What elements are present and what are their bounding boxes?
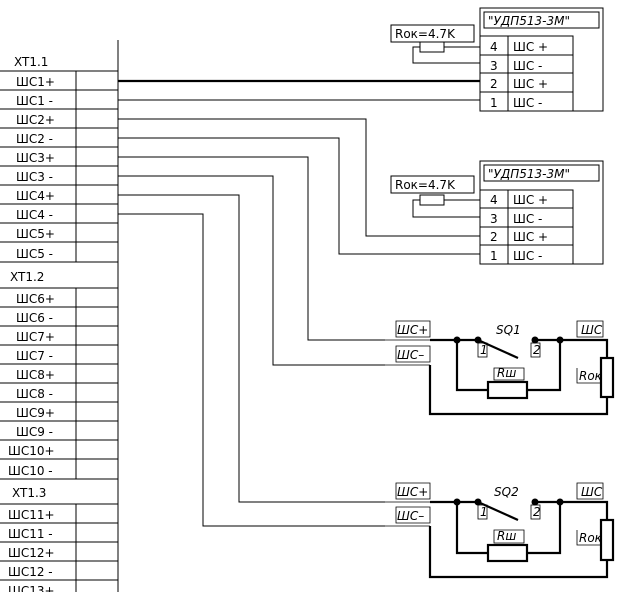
detector-1: Rок=4.7K "УДП513-3М" 4 3 2 1 ШС + ШС - Ш… — [390, 7, 604, 112]
terminal-label: ШС11+ — [8, 508, 55, 522]
pin-label: ШС - — [513, 212, 542, 226]
pin-number: 4 — [490, 193, 498, 207]
pin-label: ШС - — [513, 59, 542, 73]
pin-number: 1 — [490, 96, 498, 110]
pin-label: ШС + — [513, 193, 548, 207]
switch-label: SQ2 — [494, 485, 519, 499]
eol-resistor-label: Rок — [579, 531, 603, 545]
loop-out-label: ШС — [581, 323, 603, 337]
terminal-label: ШС4+ — [16, 189, 55, 203]
terminal-label: ШС13+ — [8, 584, 55, 592]
terminal-label: ШС8+ — [16, 368, 55, 382]
detector-resistor-label: Rок=4.7K — [395, 178, 456, 192]
switch-pin: 1 — [480, 505, 488, 519]
pin-number: 3 — [490, 212, 498, 226]
terminal-label: ШС3+ — [16, 151, 55, 165]
pin-number: 2 — [490, 77, 498, 91]
terminal-label: ШС2+ — [16, 113, 55, 127]
pin-label: ШС - — [513, 96, 542, 110]
detector-model-label: "УДП513-3М" — [488, 14, 570, 28]
loop-plus-label: ШС+ — [397, 323, 428, 337]
eol-resistor-label: Rок — [579, 369, 603, 383]
group-title-xt1-3: XT1.3 — [12, 486, 46, 500]
terminal-label: ШС8 - — [16, 387, 53, 401]
terminal-label: ШС9 - — [16, 425, 53, 439]
group-title-xt1-1: XT1.1 — [14, 55, 48, 69]
pin-number: 4 — [490, 40, 498, 54]
detector-2: Rок=4.7K "УДП513-3М" 4 3 2 1 ШС + ШС - Ш… — [390, 160, 604, 265]
terminal-label: ШС10 - — [8, 464, 53, 478]
pin-label: ШС + — [513, 77, 548, 91]
loop-minus-label: ШС– — [397, 348, 424, 362]
terminal-label: ШС12+ — [8, 546, 55, 560]
loop-plus-label: ШС+ — [397, 485, 428, 499]
switch-label: SQ1 — [496, 323, 521, 337]
pin-label: ШС - — [513, 249, 542, 263]
switch-pin: 1 — [480, 343, 488, 357]
detector-model-label: "УДП513-3М" — [488, 167, 570, 181]
shunt-resistor-label: Rш — [497, 529, 516, 543]
terminal-label: ШС6+ — [16, 292, 55, 306]
terminal-label: ШС12 - — [8, 565, 53, 579]
loop-out-label: ШС — [581, 485, 603, 499]
pin-number: 3 — [490, 59, 498, 73]
loop-minus-label: ШС– — [397, 509, 424, 523]
terminal-label: ШС11 - — [8, 527, 53, 541]
pin-number: 2 — [490, 230, 498, 244]
loop-sq2: ШС+ ШС– ШС SQ2 1 2 Rш Rок — [385, 482, 615, 579]
pin-label: ШС + — [513, 40, 548, 54]
terminal-block: XT1.1 XT1.2 XT1.3 ШС1+ ШС1 - ШС2+ ШС2 - … — [0, 40, 119, 592]
terminal-label: ШС9+ — [16, 406, 55, 420]
terminal-label: ШС6 - — [16, 311, 53, 325]
terminal-label: ШС5+ — [16, 227, 55, 241]
switch-pin: 2 — [533, 343, 541, 357]
group-title-xt1-2: XT1.2 — [10, 270, 44, 284]
detector-resistor-label: Rок=4.7K — [395, 27, 456, 41]
terminal-label: ШС3 - — [16, 170, 53, 184]
switch-pin: 2 — [533, 505, 541, 519]
terminal-label: ШС7 - — [16, 349, 53, 363]
pin-label: ШС + — [513, 230, 548, 244]
pin-number: 1 — [490, 249, 498, 263]
terminal-label: ШС4 - — [16, 208, 53, 222]
terminal-label: ШС5 - — [16, 247, 53, 261]
terminal-label: ШС2 - — [16, 132, 53, 146]
terminal-label: ШС7+ — [16, 330, 55, 344]
shunt-resistor-label: Rш — [497, 366, 516, 380]
wires — [118, 79, 480, 527]
loop-sq1: ШС+ ШС– ШС SQ1 1 2 Rш Rок — [385, 320, 615, 416]
terminal-label: ШС10+ — [8, 444, 55, 458]
terminal-label: ШС1 - — [16, 94, 53, 108]
terminal-label: ШС1+ — [16, 75, 55, 89]
